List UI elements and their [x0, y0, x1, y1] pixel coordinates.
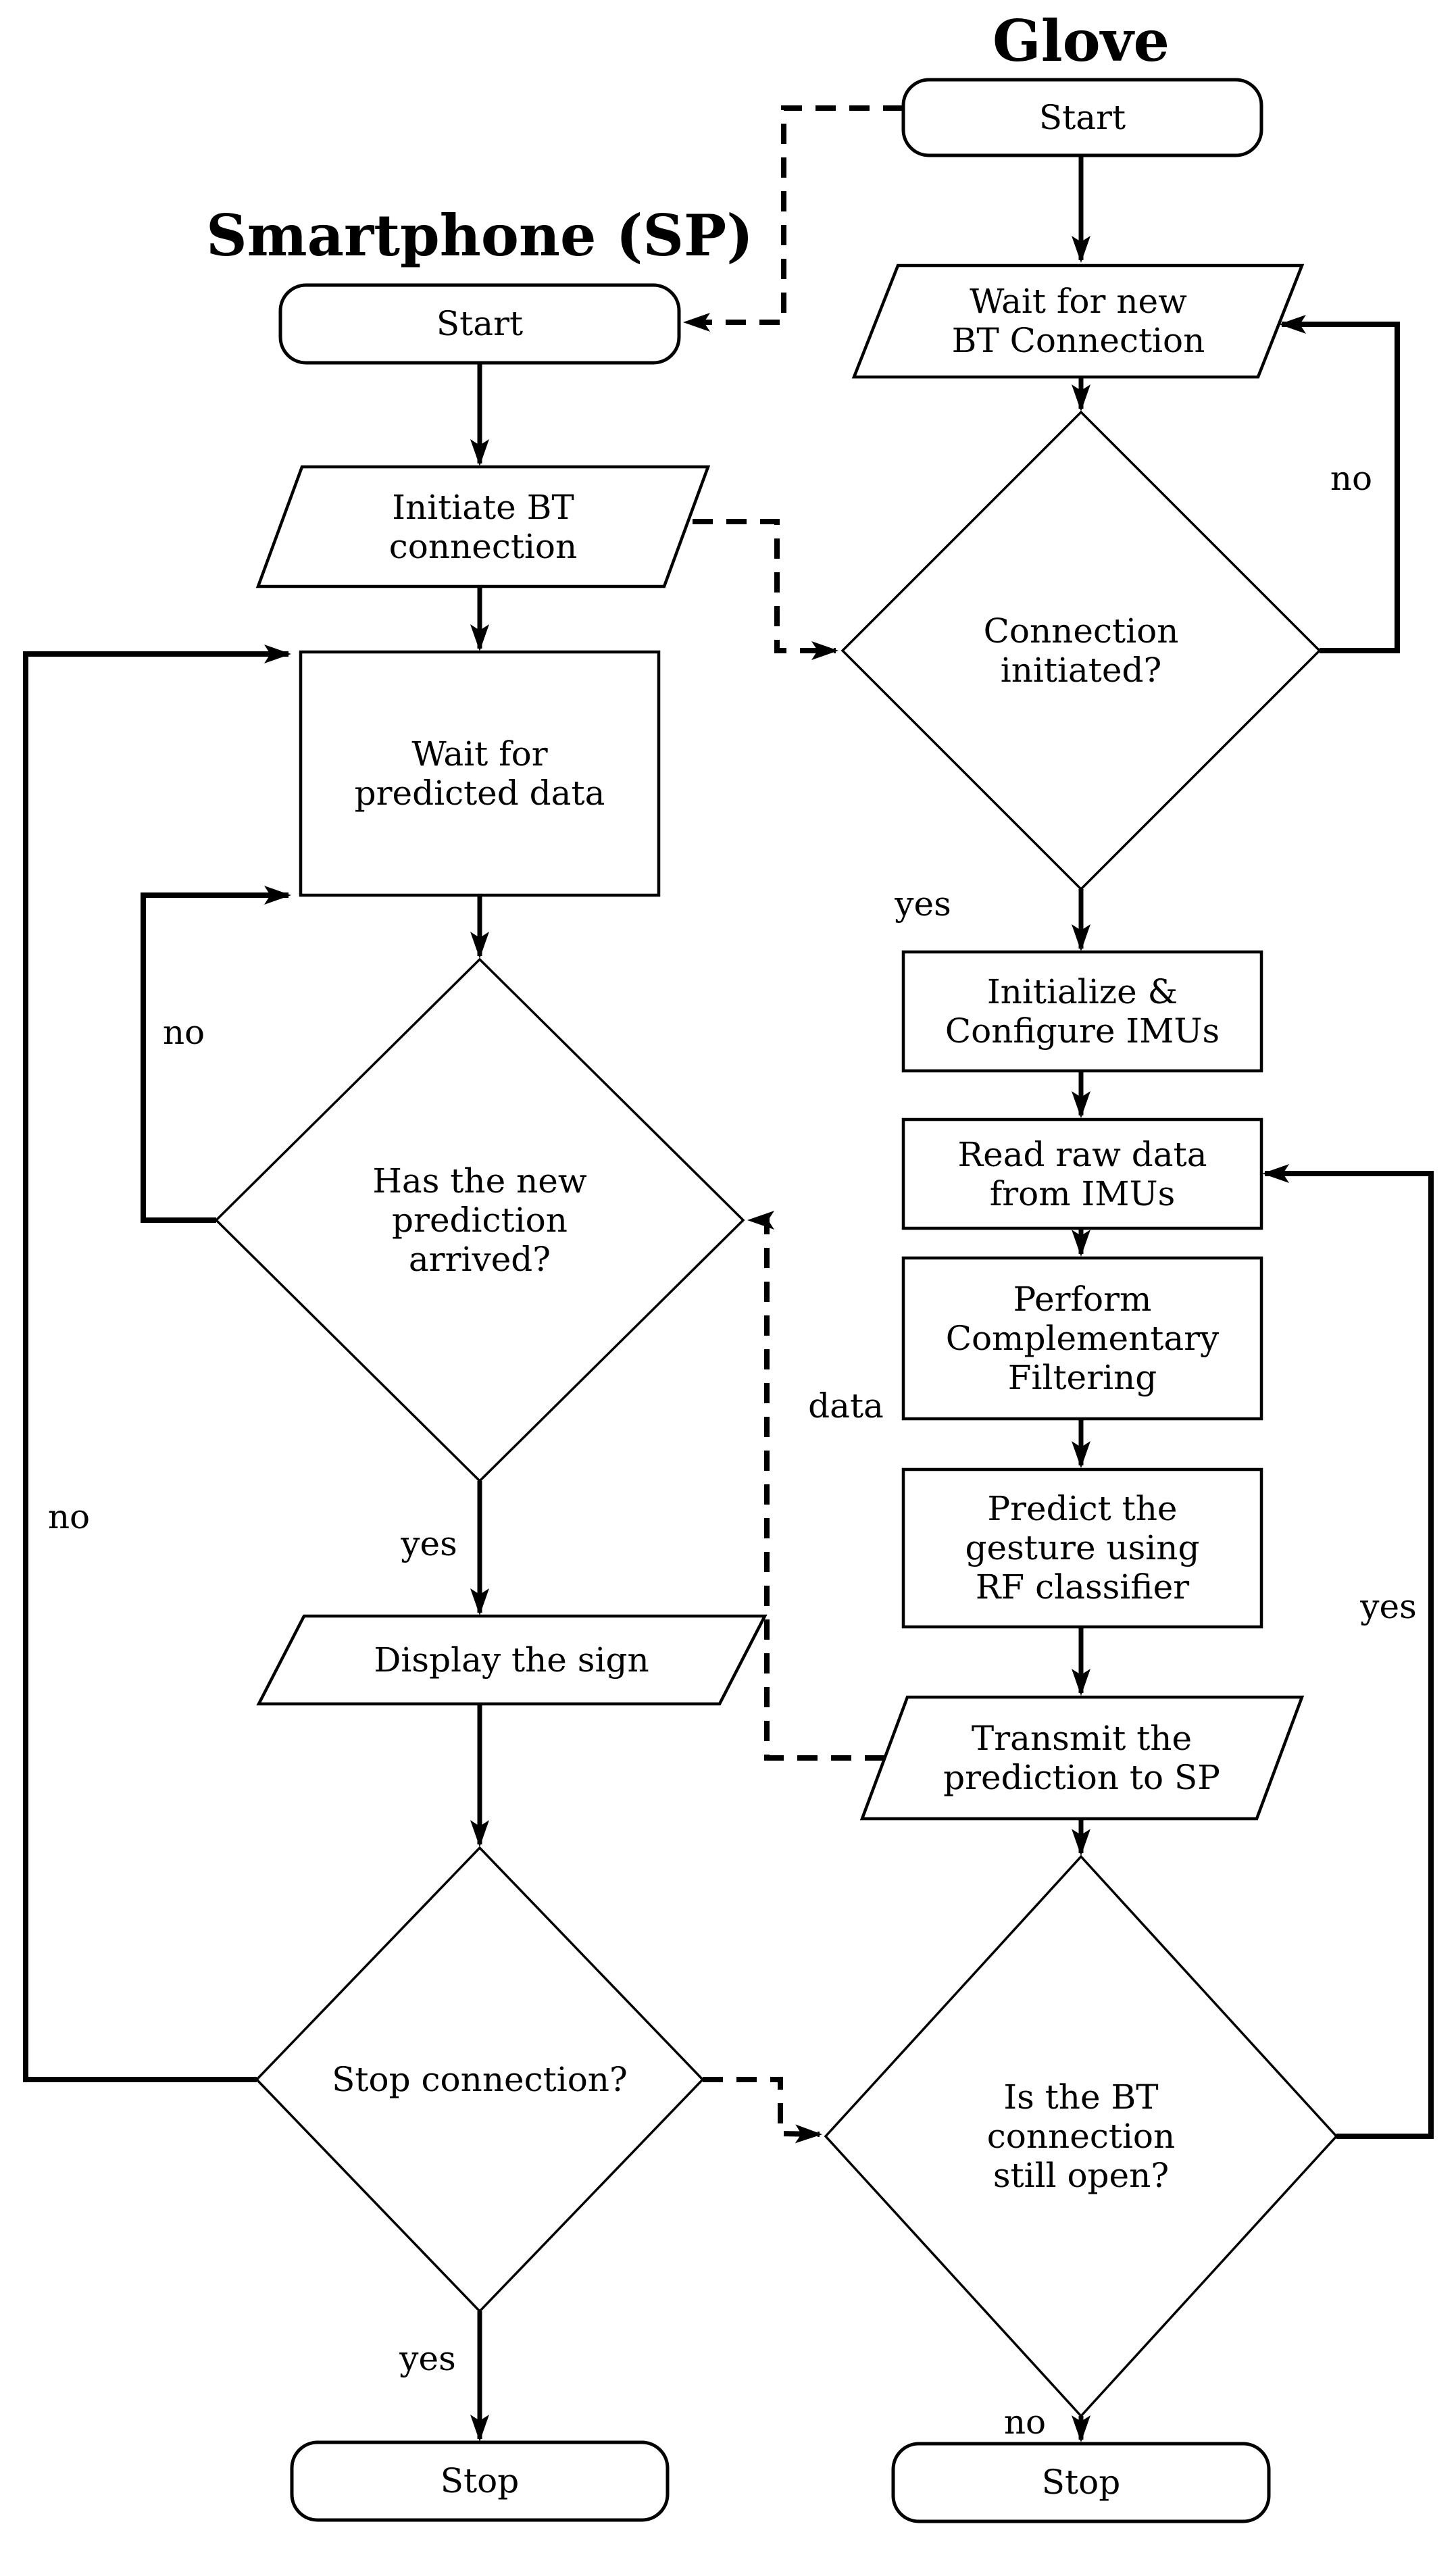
glove-transmit-shape — [859, 1695, 1305, 1821]
glove-stop-shape — [891, 2442, 1271, 2523]
smartphone-column-title: Smartphone (SP) — [206, 202, 753, 269]
sp-stop-shape — [290, 2440, 670, 2522]
glove-start-node: Start — [901, 78, 1263, 157]
glove-transmit-node: Transmit the prediction to SP — [859, 1695, 1305, 1821]
glove-complementary-filter-node: Perform Complementary Filtering — [901, 1256, 1263, 1421]
glove-predict-gesture-node: Predict the gesture using RF classifier — [901, 1467, 1263, 1629]
edge-glove-no-loop — [1279, 315, 1400, 653]
sp-initiate-bt-shape — [255, 465, 711, 588]
glove-no-loop-label: no — [1330, 459, 1372, 498]
sp-stop-connection-shape — [255, 1846, 705, 2313]
glove-read-raw-shape — [901, 1117, 1263, 1230]
glove-complementary-filter-line-2: Complementary — [946, 1319, 1220, 1358]
glove-transmit-line-2: prediction to SP — [943, 1758, 1220, 1797]
glove-transmit-line-1: Transmit the — [972, 1719, 1192, 1758]
sp-wait-predicted-line-1: Wait for — [411, 734, 547, 774]
glove-bt-open-line-2: connection — [987, 2117, 1176, 2156]
sp-start-shape — [278, 283, 681, 365]
glove-predict-gesture-line-3: RF classifier — [976, 1567, 1189, 1607]
glove-bt-open-shape — [824, 1855, 1338, 2418]
sp-display-sign-label: Display the sign — [374, 1640, 649, 1680]
glove-stop-label: Stop — [1042, 2463, 1120, 2502]
glove-wait-bt-shape — [851, 263, 1305, 379]
glove-connection-initiated-line-1: Connection — [984, 611, 1179, 651]
glove-complementary-filter-line-3: Filtering — [1008, 1358, 1157, 1397]
glove-read-raw-line-2: from IMUs — [990, 1174, 1176, 1213]
glove-predict-gesture-line-1: Predict the — [987, 1489, 1177, 1528]
glove-predict-gesture-line-2: gesture using — [965, 1528, 1200, 1567]
sp-inner-no-label: no — [163, 1013, 205, 1052]
glove-initialize-imus-line-2: Configure IMUs — [945, 1011, 1220, 1051]
sp-wait-predicted-node: Wait for predicted data — [299, 650, 661, 897]
sp-wait-predicted-line-2: predicted data — [355, 774, 605, 813]
glove-initialize-imus-node: Initialize & Configure IMUs — [901, 950, 1263, 1073]
glove-connection-initiated-line-2: initiated? — [1001, 651, 1162, 690]
sp-yes-display-label: yes — [400, 1524, 457, 1563]
sp-yes-stop-label: yes — [399, 2339, 456, 2378]
glove-start-label: Start — [1039, 98, 1126, 137]
sp-display-sign-node: Display the sign — [256, 1614, 768, 1706]
glove-connection-initiated-diamond: Connection initiated? — [840, 410, 1322, 891]
sp-prediction-arrived-diamond: Has the new prediction arrived? — [214, 957, 745, 1483]
glove-wait-bt-node: Wait for new BT Connection — [851, 263, 1305, 379]
glove-complementary-filter-line-1: Perform — [1013, 1280, 1152, 1319]
link-glove-start-to-sp-start — [683, 105, 903, 332]
sp-stop-label: Stop — [441, 2461, 519, 2500]
link-sp-initiate-to-glove-connection — [693, 519, 838, 660]
glove-initialize-imus-line-1: Initialize & — [987, 972, 1178, 1011]
sp-start-node: Start — [278, 283, 681, 365]
sp-start-label: Start — [436, 304, 523, 343]
glove-initialize-imus-shape — [901, 950, 1263, 1073]
sp-stop-connection-label: Stop connection? — [332, 2060, 628, 2099]
glove-no-stop-label: no — [1004, 2402, 1046, 2442]
sp-prediction-arrived-line-2: prediction — [392, 1201, 568, 1240]
sp-display-sign-shape — [256, 1614, 768, 1706]
glove-start-shape — [901, 78, 1263, 157]
link-glove-transmit-data-to-sp-prediction — [747, 1211, 885, 1761]
glove-predict-gesture-shape — [901, 1467, 1263, 1629]
glove-wait-bt-line-2: BT Connection — [952, 321, 1205, 360]
sp-initiate-bt-node: Initiate BT connection — [255, 465, 711, 588]
glove-complementary-filter-shape — [901, 1256, 1263, 1421]
edge-sp-inner-no-loop — [141, 886, 291, 1223]
sp-prediction-arrived-shape — [214, 957, 745, 1483]
glove-bt-open-diamond: Is the BT connection still open? — [824, 1855, 1338, 2418]
glove-bt-open-line-3: still open? — [993, 2156, 1169, 2195]
sp-initiate-bt-line-2: connection — [389, 527, 578, 566]
sp-stop-node: Stop — [290, 2440, 670, 2522]
sp-prediction-arrived-line-3: arrived? — [409, 1240, 551, 1279]
sp-prediction-arrived-line-1: Has the new — [372, 1161, 587, 1201]
glove-yes-label: yes — [894, 884, 951, 924]
glove-yes-loop-label: yes — [1359, 1587, 1417, 1626]
sp-initiate-bt-line-1: Initiate BT — [392, 488, 574, 527]
edge-glove-yes-loop — [1262, 1164, 1434, 2139]
link-sp-stop-connection-to-glove-bt-open — [703, 2077, 822, 2144]
sp-wait-predicted-shape — [299, 650, 661, 897]
glove-connection-initiated-shape — [840, 410, 1322, 891]
glove-read-raw-node: Read raw data from IMUs — [901, 1117, 1263, 1230]
glove-bt-open-line-1: Is the BT — [1003, 2078, 1158, 2117]
sp-outer-no-label: no — [48, 1497, 90, 1536]
glove-read-raw-line-1: Read raw data — [957, 1135, 1207, 1174]
glove-stop-node: Stop — [891, 2442, 1271, 2523]
data-link-label: data — [808, 1386, 884, 1426]
glove-wait-bt-line-1: Wait for new — [970, 282, 1187, 321]
glove-column-title: Glove — [993, 7, 1170, 74]
sp-stop-connection-diamond: Stop connection? — [255, 1846, 705, 2313]
edge-sp-outer-no-loop — [23, 645, 291, 2082]
